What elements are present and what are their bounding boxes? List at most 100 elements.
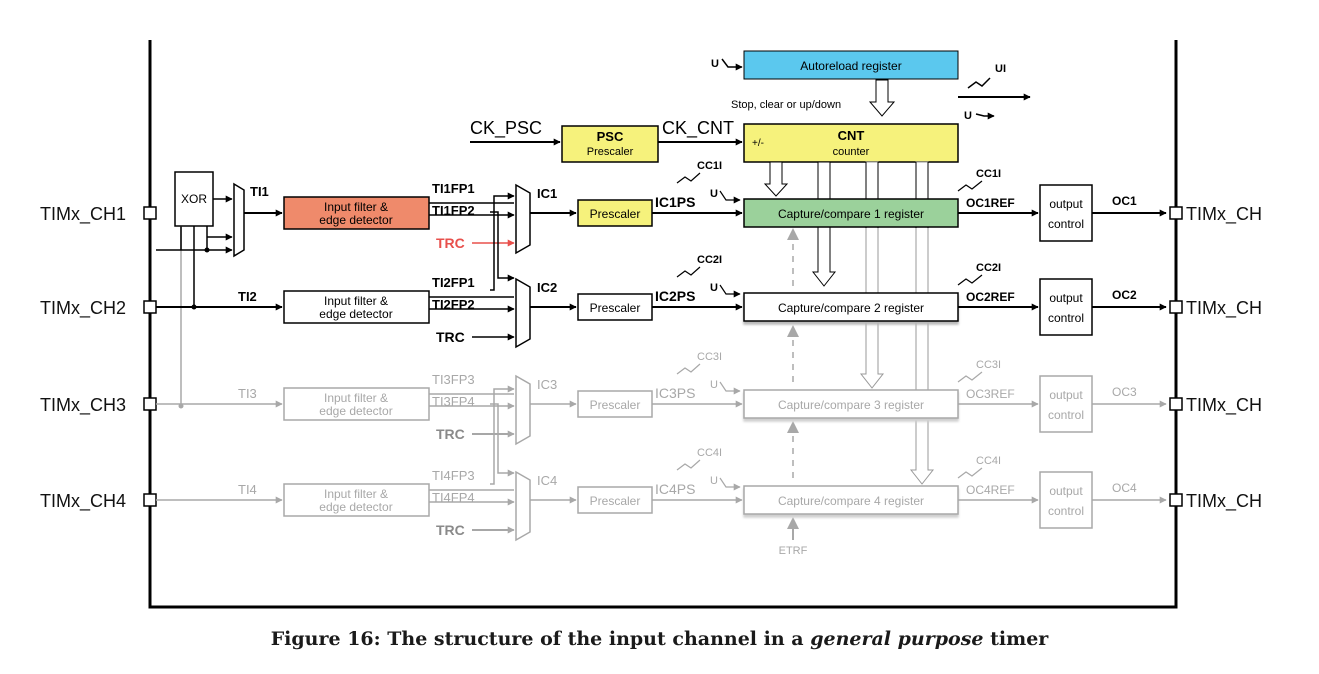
input-pin-ch1 — [143, 206, 157, 220]
autoreload-to-cnt-arrow — [868, 79, 896, 117]
ocref-label-ch1: OC1REF — [966, 196, 1015, 210]
output-control-ch4 — [1039, 471, 1093, 529]
input-pin-label-ch3: TIMx_CH3 — [40, 395, 126, 416]
ic-mux-ch3 — [515, 374, 531, 446]
fp1-label-ch1: TI1FP1 — [432, 181, 475, 196]
output-control-ch1 — [1039, 184, 1093, 242]
cci-in-icon-ch2 — [676, 266, 701, 278]
prescaler-label-ch4: Prescaler — [590, 494, 641, 508]
filter-text1-ch4: Input filter & — [324, 487, 388, 501]
input-filter-ch3 — [283, 387, 430, 421]
fp1-label-ch4: TI4FP3 — [432, 468, 475, 483]
ic-label-ch3: IC3 — [537, 377, 557, 392]
icps-label-ch3: IC3PS — [655, 385, 695, 401]
cci-out-icon-ch3 — [957, 371, 983, 383]
output-pin-label-ch2: TIMx_CH — [1186, 298, 1262, 319]
output-pin-label-ch1: TIMx_CH — [1186, 204, 1262, 225]
ti-label-ch4: TI4 — [238, 482, 257, 497]
ti1-label: TI1 — [250, 184, 269, 199]
cci-out-label-ch4: CC4I — [976, 455, 1001, 467]
output-control-text2-ch2: control — [1048, 311, 1084, 325]
etrf-label: ETRF — [779, 545, 808, 557]
cnt-to-cc3-arrow — [859, 161, 885, 389]
xor-label: XOR — [181, 192, 207, 206]
output-pin-ch3 — [1169, 397, 1183, 411]
psc-subtitle: Prescaler — [587, 146, 634, 158]
ic-label-ch4: IC4 — [537, 473, 557, 488]
ui-event-icon — [967, 77, 991, 89]
output-pin-label-ch4: TIMx_CH — [1186, 491, 1262, 512]
u-label-ch3: U — [710, 379, 718, 391]
u-label-ch2: U — [710, 282, 718, 294]
filter-text2-ch4: edge detector — [319, 500, 392, 514]
icps-label-ch1: IC1PS — [655, 194, 695, 210]
u-event-icon — [975, 112, 995, 120]
prescaler-label-ch2: Prescaler — [590, 301, 641, 315]
filter-text1-ch1: Input filter & — [324, 200, 388, 214]
output-control-text2-ch1: control — [1048, 217, 1084, 231]
cci-out-label-ch2: CC2I — [976, 262, 1001, 274]
capture-compare-label-3: Capture/compare 3 register — [778, 398, 924, 412]
cci-in-label-ch2: CC2I — [697, 254, 722, 266]
u-label-ch4: U — [710, 475, 718, 487]
autoreload-u-label: U — [711, 58, 719, 70]
input-pin-label-ch4: TIMx_CH4 — [40, 491, 126, 512]
filter-text1-ch2: Input filter & — [324, 294, 388, 308]
cci-out-icon-ch2 — [957, 274, 983, 286]
trc-label-ch3: TRC — [436, 426, 465, 442]
cci-in-label-ch3: CC3I — [697, 351, 722, 363]
cci-in-label-ch4: CC4I — [697, 447, 722, 459]
cci-out-label-ch3: CC3I — [976, 359, 1001, 371]
output-pin-label-ch3: TIMx_CH — [1186, 395, 1262, 416]
output-control-ch3 — [1039, 375, 1093, 433]
oc-label-ch4: OC4 — [1112, 481, 1137, 495]
output-control-text2-ch3: control — [1048, 408, 1084, 422]
oc-label-ch3: OC3 — [1112, 385, 1137, 399]
cnt-to-cc1-arrow — [763, 161, 789, 197]
capture-compare-register-2 — [743, 292, 959, 322]
cnt-subtitle: counter — [833, 146, 870, 158]
prescaler-ch1 — [577, 199, 653, 227]
caption-prefix: Figure 16: The structure of the input ch… — [270, 628, 811, 650]
ic-mux-ch2 — [515, 277, 531, 349]
autoreload-register — [743, 50, 959, 80]
psc-title: PSC — [597, 129, 624, 144]
output-pin-ch1 — [1169, 206, 1183, 220]
u-event-label: U — [964, 110, 972, 122]
prescaler-label-ch3: Prescaler — [590, 398, 641, 412]
u-arrow-ch4 — [719, 477, 741, 491]
ck-psc-label: CK_PSC — [470, 118, 542, 139]
cci-in-icon-ch3 — [676, 363, 701, 375]
output-pin-ch2 — [1169, 300, 1183, 314]
ic-mux-ch4 — [515, 470, 531, 542]
input-pin-ch3 — [143, 397, 157, 411]
trc-label-ch2: TRC — [436, 329, 465, 345]
timer-frame — [148, 40, 1178, 609]
autoreload-label: Autoreload register — [800, 59, 901, 73]
filter-text2-ch3: edge detector — [319, 404, 392, 418]
prescaler-label-ch1: Prescaler — [590, 207, 641, 221]
output-control-text1-ch1: output — [1049, 197, 1083, 211]
fp2-label-ch1: TI1FP2 — [432, 203, 475, 218]
input-filter-ch1 — [283, 196, 430, 230]
filter-text1-ch3: Input filter & — [324, 391, 388, 405]
input-pin-ch4 — [143, 493, 157, 507]
capture-compare-register-3 — [743, 389, 959, 419]
ck-cnt-label: CK_CNT — [662, 118, 734, 139]
trc-label-ch1: TRC — [436, 235, 465, 251]
capture-compare-label-2: Capture/compare 2 register — [778, 301, 924, 315]
cci-in-icon-ch4 — [676, 459, 701, 471]
oc-label-ch1: OC1 — [1112, 194, 1137, 208]
caption-suffix: timer — [983, 628, 1049, 650]
fp1-label-ch2: TI2FP1 — [432, 275, 475, 290]
channel-4: TIMx_CH4 TI4 Input filter &edge detector TI… — [40, 447, 1262, 542]
cnt-sign: +/- — [752, 138, 764, 149]
fp2-label-ch3: TI3FP4 — [432, 394, 475, 409]
cnt-title: CNT — [838, 128, 865, 143]
autoreload-u-arrow — [721, 58, 743, 71]
filter-text2-ch2: edge detector — [319, 307, 392, 321]
